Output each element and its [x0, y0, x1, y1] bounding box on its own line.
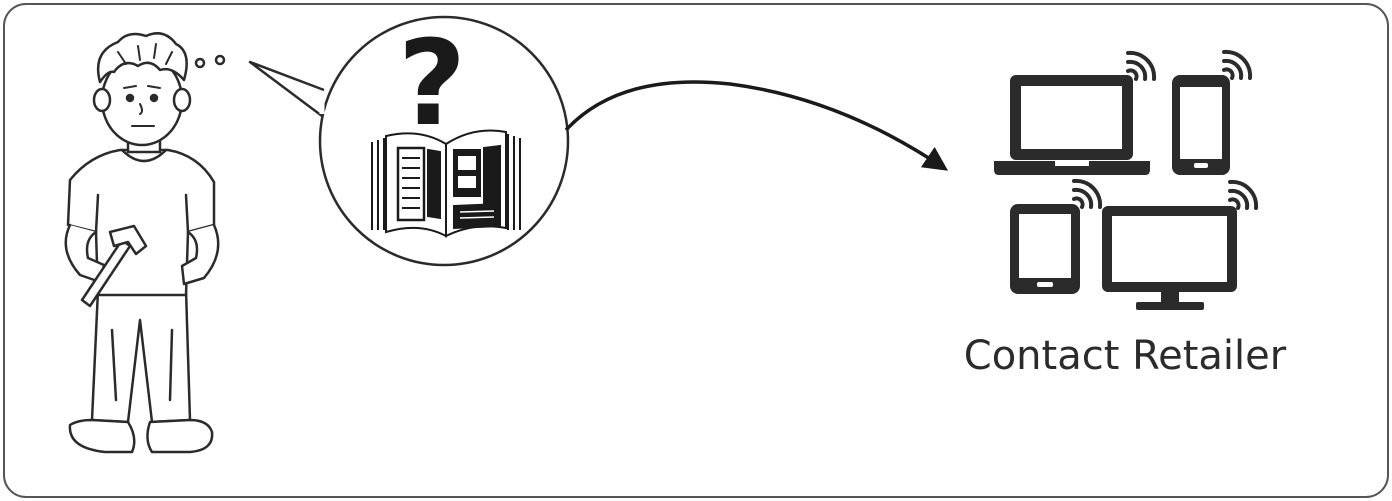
contact-retailer-caption: Contact Retailer	[963, 333, 1287, 379]
smartphone-icon	[1172, 75, 1230, 175]
wifi-icon	[1072, 178, 1103, 209]
monitor-icon	[1102, 206, 1237, 310]
wifi-icon	[1126, 50, 1157, 81]
thought-dot	[214, 54, 226, 66]
wifi-icon	[1228, 179, 1259, 210]
person-icon	[64, 32, 220, 454]
tablet-icon	[1010, 204, 1080, 294]
manual-icon	[371, 129, 521, 238]
laptop-icon	[994, 75, 1150, 175]
frame-border	[3, 3, 1389, 498]
wifi-icon	[1222, 49, 1253, 80]
question-mark: ?	[398, 14, 466, 152]
arrow-icon	[564, 80, 949, 171]
thought-dot	[194, 57, 206, 69]
